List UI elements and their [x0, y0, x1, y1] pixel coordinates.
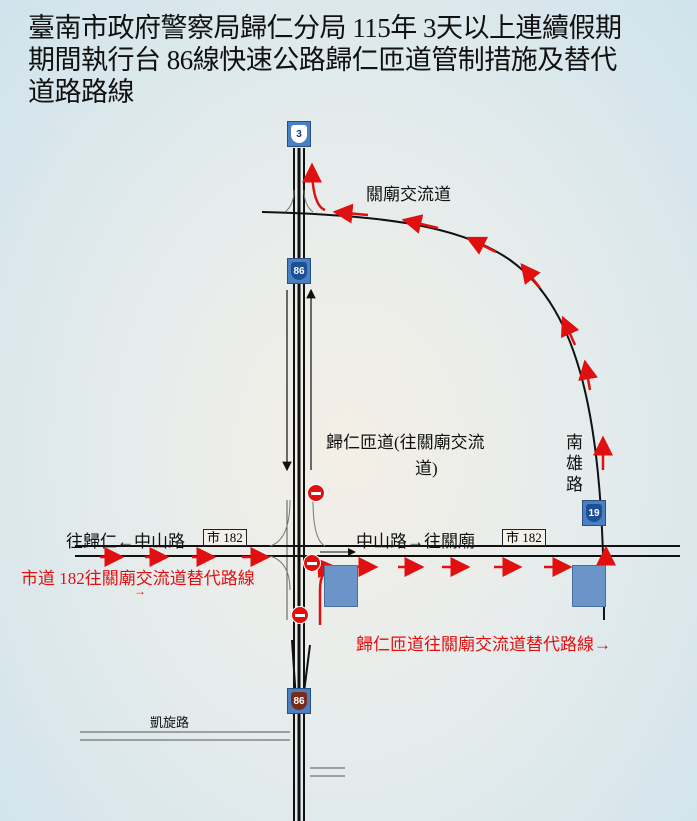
guiren-ramp-label-2: 道): [415, 459, 438, 478]
nanxiong-road-label: 南雄路: [566, 433, 583, 494]
title-line-2: 期間執行台 86線快速公路歸仁匝道管制措施及替代: [28, 45, 617, 75]
provincial-highway-3-shield: 3: [287, 121, 311, 147]
zhongshan-road: [75, 545, 680, 557]
expressway-86: [282, 148, 316, 821]
zhongshan-west-label: 往歸仁←中山路: [66, 532, 185, 551]
guanmiao-interchange-label: 關廟交流道: [366, 185, 451, 204]
shield-number: 86: [291, 692, 307, 710]
expressway-86-shield-south: 86: [287, 688, 311, 714]
city-road-alt-route-arrow: →: [134, 584, 146, 598]
shield-number: 86: [291, 262, 307, 280]
expressway-86-shield-north: 86: [287, 258, 311, 284]
page-title: 臺南市政府警察局歸仁分局 115年 3天以上連續假期 期間執行台 86線快速公路…: [28, 12, 688, 108]
title-line-1: 臺南市政府警察局歸仁分局 115年 3天以上連續假期: [28, 13, 622, 43]
no-entry-sign-icon: [307, 484, 325, 502]
interchange-ramp-lines: [284, 189, 314, 213]
no-entry-sign-icon: [303, 554, 321, 572]
city-road-182-sign-west: 市 182: [203, 529, 247, 546]
zhongshan-east-label: 中山路→往關廟: [356, 532, 475, 551]
kaixuan-road: [80, 731, 345, 777]
kaixuan-road-label: 凱旋路: [150, 715, 190, 730]
provincial-highway-19-shield: 19: [582, 500, 606, 526]
shield-number: 3: [291, 125, 307, 143]
intersection-ramp-lines: [269, 499, 326, 591]
traffic-police-icon: [572, 565, 606, 607]
title-line-3: 道路路線: [28, 77, 135, 107]
guanmiao-interchange-road: [261, 211, 605, 621]
city-road-alt-route-label: 市道 182往關廟交流道替代路線: [21, 569, 255, 588]
alt-route-arrows: [100, 162, 616, 625]
ramp-alt-route-label: 歸仁匝道往關廟交流道替代路線→: [356, 635, 611, 654]
no-entry-sign-icon: [291, 606, 309, 624]
shield-number: 19: [586, 504, 602, 522]
traffic-police-icon: [324, 565, 358, 607]
guiren-ramp-label: 歸仁匝道(往關廟交流: [326, 433, 485, 452]
city-road-182-sign-east: 市 182: [502, 529, 546, 546]
